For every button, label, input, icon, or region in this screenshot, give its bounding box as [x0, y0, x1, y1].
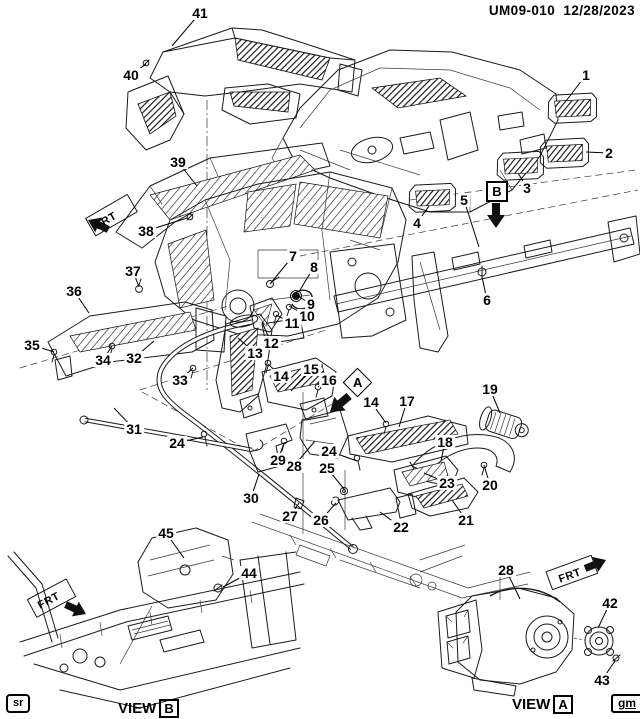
doc-date: 12/28/2023 — [563, 3, 635, 18]
callout-8: 8 — [308, 259, 320, 275]
view-b-label: VIEW B — [118, 699, 179, 718]
view-a-label: VIEW A — [512, 695, 573, 714]
callout-9: 9 — [305, 296, 317, 312]
chassis-backdrop — [251, 513, 531, 600]
callout-18: 18 — [435, 434, 455, 450]
callout-24-2: 24 — [319, 443, 339, 459]
callout-14: 14 — [271, 368, 291, 384]
rod-31 — [79, 415, 264, 453]
instrument-panel — [271, 49, 559, 213]
callout-31: 31 — [124, 421, 144, 437]
callout-44: 44 — [239, 565, 259, 581]
outlet-duct-39 — [115, 142, 331, 293]
frt-arrows — [26, 193, 610, 622]
callout-16: 16 — [319, 372, 339, 388]
doc-number: UM09-010 — [488, 3, 556, 18]
section-marker-b: B — [486, 181, 508, 202]
callout-5: 5 — [458, 192, 470, 208]
callout-7: 7 — [287, 248, 299, 264]
callout-37: 37 — [123, 263, 143, 279]
callout-32: 32 — [124, 350, 144, 366]
callout-43: 43 — [592, 672, 612, 688]
leader-line — [463, 199, 480, 248]
callout-28-2: 28 — [496, 562, 516, 578]
view-a-letter-box: A — [553, 695, 573, 714]
callout-39: 39 — [168, 154, 188, 170]
callout-29: 29 — [268, 452, 288, 468]
callout-3: 3 — [521, 180, 533, 196]
gm-logo-badge: gm — [611, 694, 640, 713]
side-window-duct-36 — [47, 301, 227, 381]
callout-6: 6 — [481, 292, 493, 308]
callout-13: 13 — [245, 345, 265, 361]
callout-10: 10 — [297, 308, 317, 324]
callout-14-2: 14 — [361, 394, 381, 410]
callout-11: 11 — [282, 315, 302, 331]
callout-21: 21 — [456, 512, 476, 528]
callout-27: 27 — [280, 508, 300, 524]
callout-28: 28 — [284, 458, 304, 474]
frt-arrow-icon — [62, 597, 90, 622]
frt-arrow-icon — [582, 552, 610, 576]
callout-36: 36 — [64, 283, 84, 299]
callout-26: 26 — [311, 512, 331, 528]
callout-1: 1 — [580, 67, 592, 83]
callout-30: 30 — [241, 490, 261, 506]
callout-34: 34 — [93, 352, 113, 368]
callout-22: 22 — [391, 519, 411, 535]
view-b-letter-box: B — [159, 699, 179, 718]
callout-24: 24 — [167, 435, 187, 451]
callout-41: 41 — [190, 5, 210, 21]
document-code: UM09-010 12/28/2023 — [489, 3, 635, 18]
section-b-arrow-icon — [487, 203, 505, 228]
sr-badge: sr — [6, 694, 31, 713]
callout-45: 45 — [156, 525, 176, 541]
callout-25: 25 — [317, 460, 337, 476]
callout-19: 19 — [480, 381, 500, 397]
callout-35: 35 — [22, 337, 42, 353]
callout-42: 42 — [600, 595, 620, 611]
defroster-duct-assembly — [125, 27, 363, 151]
callout-15: 15 — [301, 361, 321, 377]
callout-12: 12 — [261, 335, 281, 351]
callout-33: 33 — [170, 372, 190, 388]
callout-40: 40 — [121, 67, 141, 83]
callout-17: 17 — [397, 393, 417, 409]
view-b-illustration — [7, 527, 305, 709]
view-a-illustration — [437, 587, 621, 697]
callout-4: 4 — [411, 215, 423, 231]
callout-2: 2 — [603, 145, 615, 161]
callout-38: 38 — [136, 223, 156, 239]
callout-23: 23 — [437, 475, 457, 491]
ip-crossbeam — [329, 215, 640, 353]
section-a-arrow-icon — [324, 389, 355, 419]
hardware-cluster-7-12 — [249, 276, 313, 333]
hvac-module — [154, 171, 407, 345]
callout-leader-lines — [31, 12, 616, 681]
callout-20: 20 — [480, 477, 500, 493]
vent-outlets — [408, 92, 598, 213]
